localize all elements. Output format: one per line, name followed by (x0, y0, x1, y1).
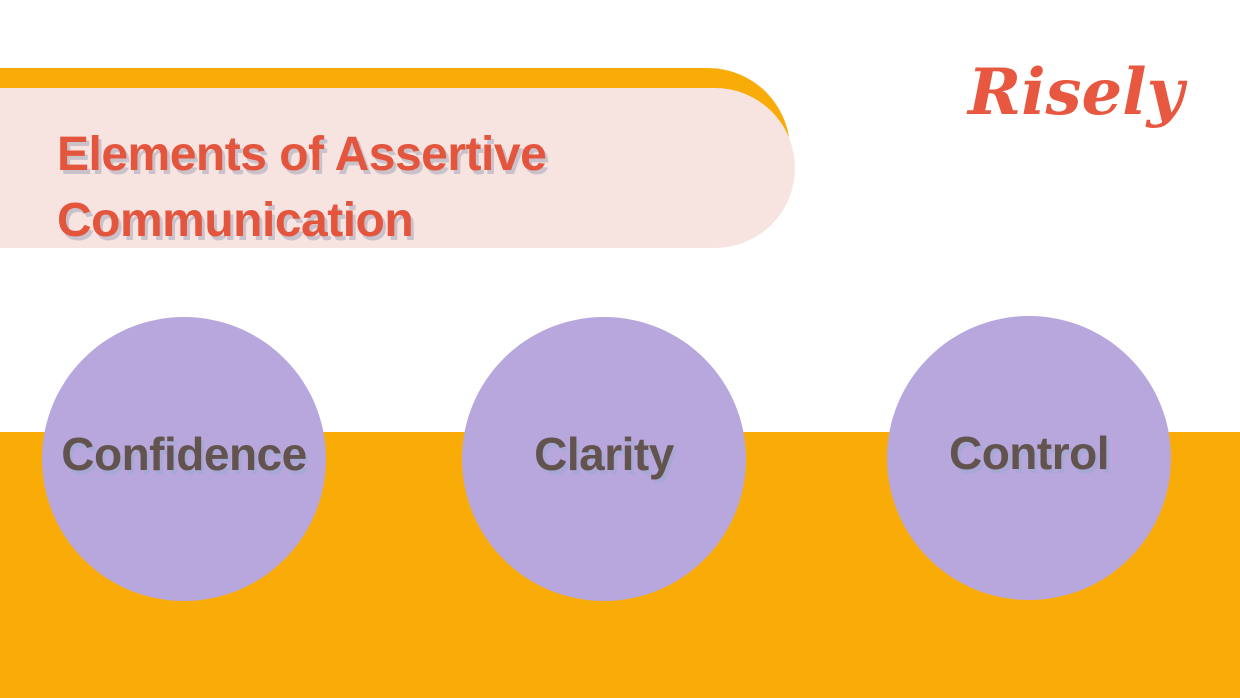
circle-label-control: Control (948, 427, 1110, 479)
page-title-line-2: Communication (57, 194, 414, 248)
page-title-line-1: Elements of Assertive (57, 128, 547, 182)
circle-label-clarity: Clarity (534, 428, 674, 480)
circle-control: Control (887, 316, 1171, 600)
title-banner (0, 88, 795, 248)
brand-logo: Risely (968, 55, 1184, 130)
page-title: Elements of Assertive Communication (57, 122, 547, 254)
circle-confidence: Confidence (42, 317, 326, 601)
circle-label-confidence: Confidence (61, 428, 307, 480)
circle-clarity: Clarity (462, 317, 746, 601)
